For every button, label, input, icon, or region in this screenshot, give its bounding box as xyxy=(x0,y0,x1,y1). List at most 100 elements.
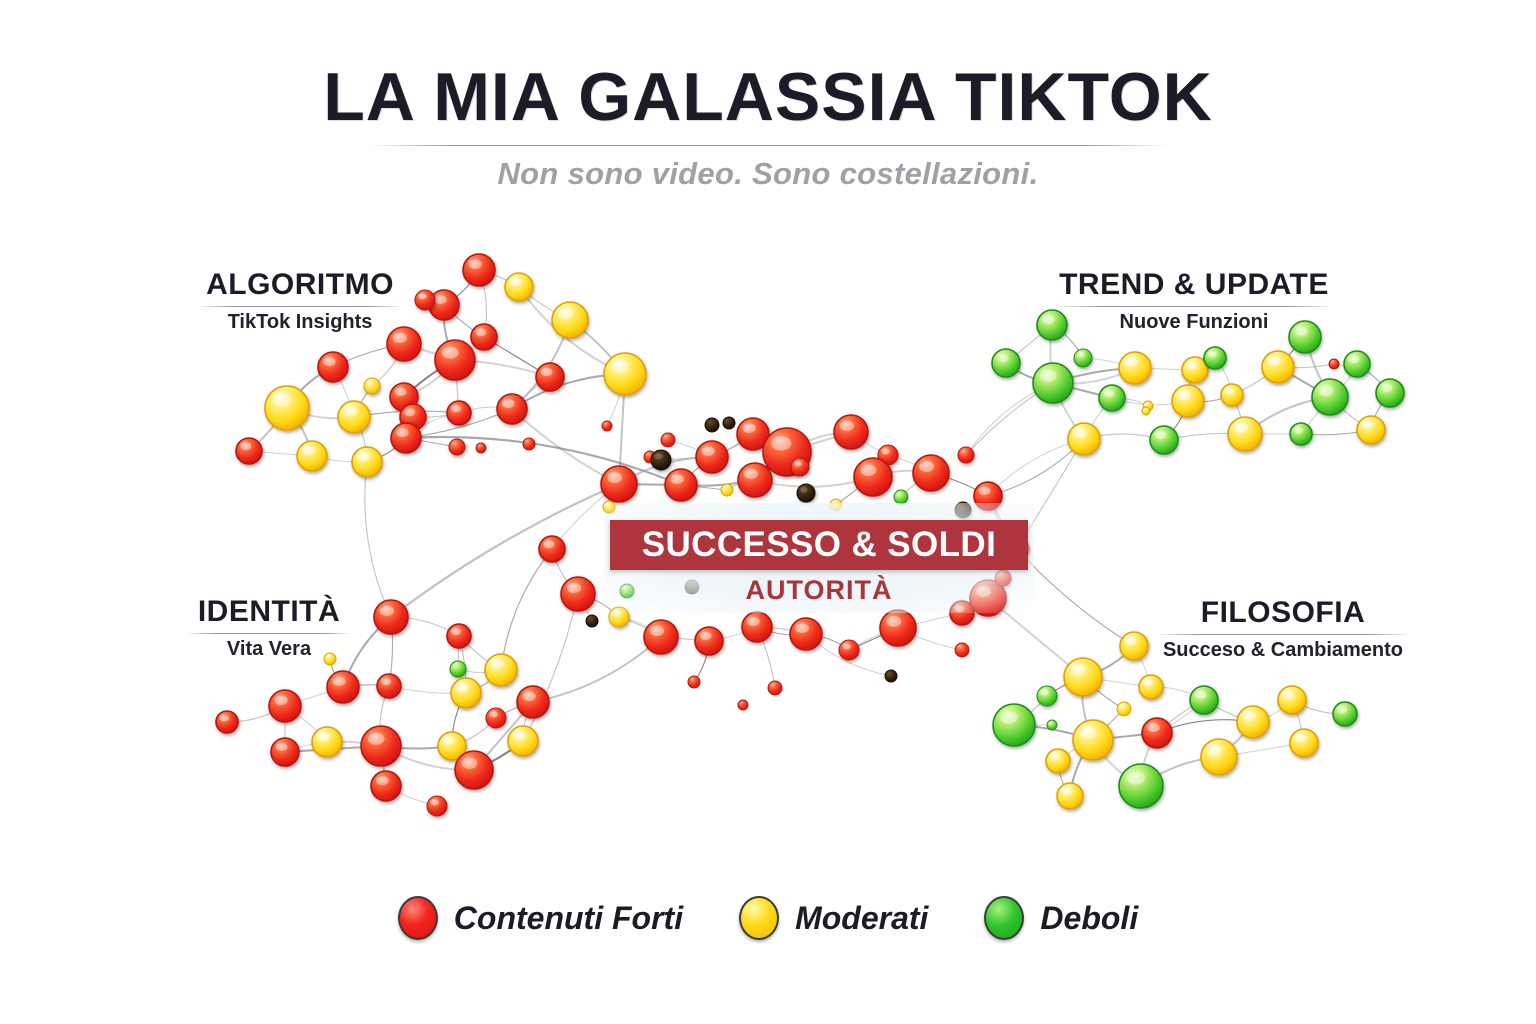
node-circle xyxy=(660,432,676,448)
node-circle xyxy=(268,689,302,723)
graph-node-yellow xyxy=(1220,383,1244,407)
node-circle xyxy=(485,707,507,729)
node-circle xyxy=(448,438,466,456)
node-highlight xyxy=(701,446,715,457)
node-circle xyxy=(687,675,701,689)
graph-node-yellow xyxy=(264,385,310,431)
node-circle xyxy=(1118,351,1152,385)
node-highlight xyxy=(543,540,555,549)
node-circle xyxy=(1375,378,1405,408)
node-highlight xyxy=(1380,383,1393,393)
node-circle xyxy=(351,446,383,478)
node-highlight xyxy=(461,757,478,769)
node-highlight xyxy=(441,346,459,359)
node-circle xyxy=(1332,701,1358,727)
node-circle xyxy=(496,393,528,425)
node-highlight xyxy=(1040,689,1049,696)
node-circle xyxy=(1141,717,1173,749)
node-circle xyxy=(1261,350,1295,384)
node-highlight xyxy=(430,799,439,806)
node-highlight xyxy=(323,357,336,367)
graph-node-green xyxy=(893,489,909,505)
graph-node-green xyxy=(1375,378,1405,408)
node-highlight xyxy=(379,605,395,616)
node-circle xyxy=(1220,383,1244,407)
node-circle xyxy=(1116,701,1132,717)
node-highlight xyxy=(1194,690,1207,700)
graph-node-green xyxy=(992,703,1036,747)
node-highlight xyxy=(1186,361,1198,370)
node-highlight xyxy=(468,259,482,270)
node-circle xyxy=(1181,356,1209,384)
node-circle xyxy=(551,301,589,339)
graph-node-green xyxy=(1046,719,1058,731)
graph-node-red xyxy=(446,623,472,649)
graph-node-yellow xyxy=(484,653,518,687)
graph-node-yellow xyxy=(1236,705,1270,739)
graph-node-green xyxy=(1288,320,1322,354)
graph-node-red xyxy=(694,626,724,656)
node-circle xyxy=(1056,782,1084,810)
node-highlight xyxy=(1070,664,1087,676)
node-circle xyxy=(215,710,239,734)
graph-node-dark xyxy=(884,669,898,683)
node-highlight xyxy=(842,643,851,650)
graph-node-dark xyxy=(585,614,599,628)
graph-node-red xyxy=(957,446,975,464)
node-circle xyxy=(722,416,736,430)
node-circle xyxy=(833,414,869,450)
graph-node-green xyxy=(1332,701,1358,727)
node-circle xyxy=(1036,685,1058,707)
node-circle xyxy=(1073,348,1093,368)
node-highlight xyxy=(1207,745,1223,756)
graph-node-red xyxy=(475,442,487,454)
node-circle xyxy=(601,420,613,432)
node-circle xyxy=(1138,674,1164,700)
legend-dot-forti-icon xyxy=(397,896,438,940)
node-circle xyxy=(1046,719,1058,731)
node-highlight xyxy=(1000,711,1018,724)
node-highlight xyxy=(1061,787,1073,796)
node-circle xyxy=(1036,309,1068,341)
node-circle xyxy=(484,653,518,687)
node-circle xyxy=(585,614,599,628)
graph-node-red xyxy=(833,414,869,450)
node-highlight xyxy=(1124,636,1137,646)
graph-node-green xyxy=(1343,350,1371,378)
cluster-title-trend: TREND & UPDATE xyxy=(1059,268,1329,301)
node-highlight xyxy=(275,742,288,752)
node-circle xyxy=(386,326,422,362)
graph-node-red xyxy=(454,750,494,790)
graph-node-green xyxy=(1189,685,1219,715)
graph-node-yellow xyxy=(1116,701,1132,717)
node-highlight xyxy=(670,474,684,485)
graph-node-yellow xyxy=(311,726,343,758)
node-highlight xyxy=(489,711,498,718)
graph-node-green xyxy=(1036,309,1068,341)
node-circle xyxy=(992,703,1036,747)
graph-edge xyxy=(522,593,579,742)
legend-dot-deboli-icon xyxy=(984,896,1025,940)
graph-node-green xyxy=(1203,346,1227,370)
graph-node-yellow xyxy=(507,725,539,757)
node-circle xyxy=(516,685,550,719)
node-highlight xyxy=(1077,352,1085,358)
node-highlight xyxy=(649,625,665,636)
graph-node-yellow xyxy=(1118,351,1152,385)
node-circle xyxy=(1289,728,1319,758)
graph-node-red xyxy=(360,725,402,767)
node-highlight xyxy=(1267,356,1281,367)
node-highlight xyxy=(418,293,427,300)
graph-node-red xyxy=(560,576,596,612)
node-highlight xyxy=(743,468,759,479)
node-highlight xyxy=(475,328,487,337)
node-circle xyxy=(1343,350,1371,378)
node-circle xyxy=(737,699,749,711)
node-highlight xyxy=(1143,679,1154,687)
legend-label-forti: Contenuti Forti xyxy=(453,899,684,936)
graph-node-red xyxy=(386,326,422,362)
node-circle xyxy=(538,535,566,563)
node-highlight xyxy=(794,461,802,467)
node-circle xyxy=(1189,685,1219,715)
